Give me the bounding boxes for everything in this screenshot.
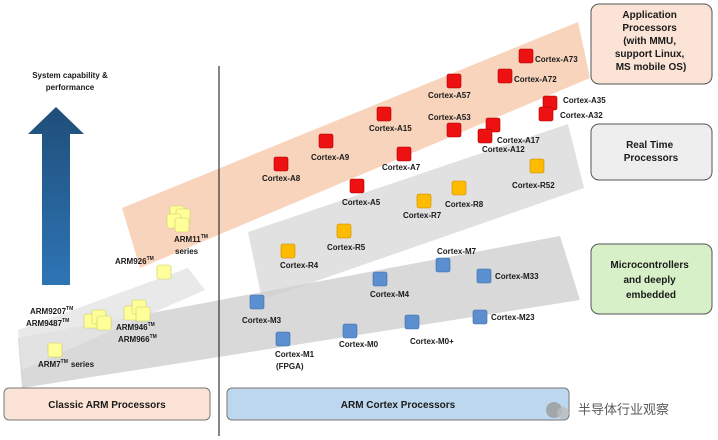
microcontrollers-box: [590, 243, 713, 315]
label-cortex-m3: Cortex-M3: [242, 316, 282, 325]
chip-cortex-a12: [477, 128, 493, 144]
chip-cortex-r7: [416, 193, 432, 209]
chip-arm11-4: [174, 217, 190, 233]
label-cortex-m1: Cortex-M1: [275, 350, 315, 359]
chip-cortex-r8: [451, 180, 467, 196]
chip-cortex-a8: [273, 156, 289, 172]
label-cortex-m23: Cortex-M23: [491, 313, 535, 322]
label-cortex-m7: Cortex-M7: [437, 247, 477, 256]
chip-cortex-r5: [336, 223, 352, 239]
label-arm946: ARM946TM: [116, 322, 155, 332]
chip-cortex-a32: [538, 106, 554, 122]
axis-label-line2: performance: [46, 83, 95, 92]
chip-cortex-m0: [342, 323, 358, 339]
label-cortex-a72: Cortex-A72: [514, 75, 557, 84]
chip-cortex-m3: [249, 294, 265, 310]
axis-label-line1: System capability &: [32, 71, 108, 80]
label-cortex-a12: Cortex-A12: [482, 145, 525, 154]
label-cortex-m0: Cortex-M0: [339, 340, 379, 349]
chip-cortex-a57: [446, 73, 462, 89]
realtime-band: [248, 124, 584, 300]
chip-cortex-m0plus: [404, 314, 420, 330]
label-cortex-m4: Cortex-M4: [370, 290, 410, 299]
label-cortex-r4: Cortex-R4: [280, 261, 319, 270]
label-cortex-a17: Cortex-A17: [497, 136, 540, 145]
label-cortex-a53: Cortex-A53: [428, 113, 471, 122]
label-arm926: ARM926TM: [115, 256, 154, 266]
label-cortex-a7: Cortex-A7: [382, 163, 421, 172]
label-cortex-a73: Cortex-A73: [535, 55, 578, 64]
arm-cortex-footer-label: ARM Cortex Processors: [341, 400, 456, 411]
chip-cortex-a9: [318, 133, 334, 149]
chip-cortex-a5: [349, 178, 365, 194]
application-processors: Cortex-A73 Cortex-A72 Cortex-A57 Cortex-…: [262, 48, 606, 207]
application-band: [122, 22, 590, 268]
chip-cortex-m7: [435, 257, 451, 273]
label-arm11: ARM11TM: [174, 234, 208, 244]
label-cortex-m0plus: Cortex-M0+: [410, 337, 454, 346]
microcontroller-processors: Cortex-M7 Cortex-M33 Cortex-M4 Cortex-M3…: [242, 247, 539, 371]
chip-cortex-a53: [446, 122, 462, 138]
chip-arm946-3: [135, 306, 151, 322]
chip-arm926: [156, 264, 172, 280]
chip-cortex-m23: [472, 309, 488, 325]
realtime-processors-title: Real Time Processors: [624, 140, 679, 164]
label-arm9487: ARM9487TM: [26, 318, 69, 328]
chip-cortex-r52: [529, 158, 545, 174]
label-cortex-r8: Cortex-R8: [445, 200, 484, 209]
classic-arm-footer: [3, 387, 211, 421]
label-cortex-r7: Cortex-R7: [403, 211, 442, 220]
label-cortex-a32: Cortex-A32: [560, 111, 603, 120]
label-cortex-m1-fpga: (FPGA): [276, 362, 304, 371]
label-arm11-series: series: [175, 247, 199, 256]
chip-cortex-a17: [485, 117, 501, 133]
label-cortex-a5: Cortex-A5: [342, 198, 381, 207]
label-cortex-m33: Cortex-M33: [495, 272, 539, 281]
microcontrollers-title: Microcontrollers and deeply embedded: [610, 260, 691, 301]
label-cortex-a9: Cortex-A9: [311, 153, 350, 162]
microcontroller-band: [18, 236, 580, 388]
label-cortex-a35: Cortex-A35: [563, 96, 606, 105]
label-cortex-a8: Cortex-A8: [262, 174, 301, 183]
classic-processors: ARM11TM series ARM926TM ARM9207TM ARM948…: [26, 205, 208, 369]
chip-cortex-a7: [396, 146, 412, 162]
application-processors-box: [590, 3, 713, 85]
label-cortex-r5: Cortex-R5: [327, 243, 366, 252]
chip-arm7: [47, 342, 63, 358]
watermark-text: 半导体行业观察: [578, 403, 669, 418]
capability-arrow: [28, 107, 84, 285]
label-cortex-a57: Cortex-A57: [428, 91, 471, 100]
wechat-watermark: 半导体行业观察: [546, 402, 669, 419]
label-cortex-r52: Cortex-R52: [512, 181, 555, 190]
application-processors-title: Application Processors (with MMU, suppor…: [615, 10, 687, 73]
chip-arm920-3: [96, 315, 112, 331]
label-cortex-a15: Cortex-A15: [369, 124, 412, 133]
realtime-processors-box: [590, 123, 713, 181]
chip-cortex-a15: [376, 106, 392, 122]
classic-band: [18, 268, 205, 370]
chip-cortex-m33: [476, 268, 492, 284]
label-arm966: ARM966TM: [118, 334, 157, 344]
arm-cortex-footer: [226, 387, 570, 421]
realtime-processors: Cortex-R52 Cortex-R7 Cortex-R8 Cortex-R5…: [280, 158, 555, 270]
label-arm9207: ARM9207TM: [30, 306, 73, 316]
chip-cortex-m4: [372, 271, 388, 287]
chip-cortex-m1: [275, 331, 291, 347]
chip-cortex-a73: [518, 48, 534, 64]
chip-cortex-a72: [497, 68, 513, 84]
chip-cortex-r4: [280, 243, 296, 259]
classic-arm-footer-label: Classic ARM Processors: [48, 400, 166, 411]
